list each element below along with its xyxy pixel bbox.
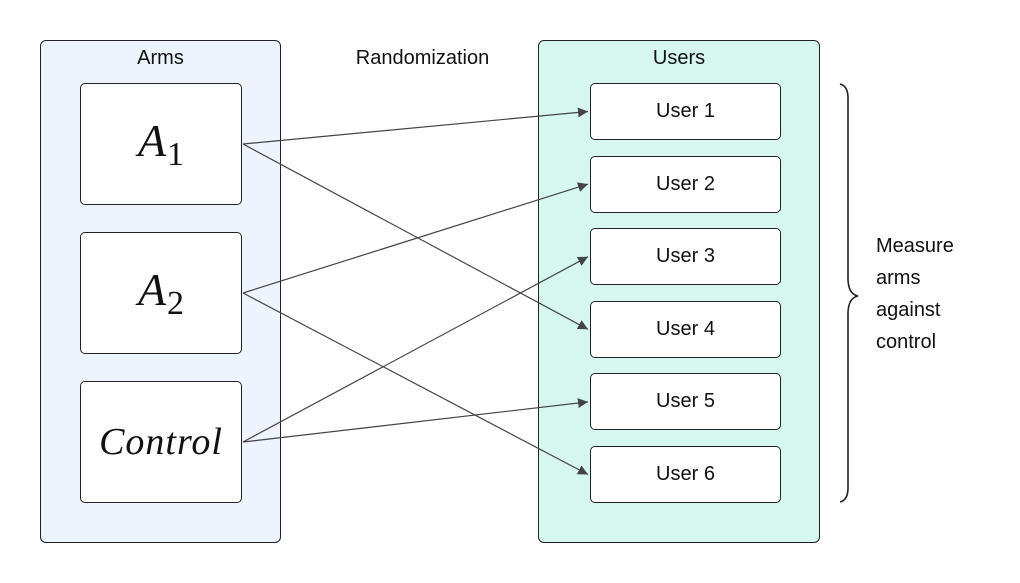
assignment-arrow: [242, 292, 589, 476]
randomization-heading: Randomization: [355, 47, 490, 69]
user-box-5: User 5: [590, 373, 781, 430]
user-label: User 4: [656, 318, 715, 340]
user-box-1: User 1: [590, 83, 781, 140]
user-label: User 6: [656, 463, 715, 485]
assignment-arrow: [242, 143, 589, 330]
user-box-2: User 2: [590, 156, 781, 213]
assignment-arrow: [242, 256, 589, 443]
arm-box-a1: A1: [80, 83, 242, 205]
brace-label-line: control: [876, 331, 937, 353]
arm-label-a2: A2: [137, 264, 185, 322]
user-label: User 5: [656, 390, 715, 412]
right-brace: [839, 83, 859, 503]
user-box-6: User 6: [590, 446, 781, 503]
brace-label-line: arms: [876, 267, 921, 289]
arms-heading: Arms: [137, 47, 184, 69]
arm-label-control: Control: [99, 421, 223, 463]
user-label: User 1: [656, 100, 715, 122]
arm-box-control: Control: [80, 381, 242, 503]
users-heading: Users: [652, 47, 706, 69]
brace-label: Measure arms against control: [876, 230, 996, 358]
user-box-4: User 4: [590, 301, 781, 358]
user-box-3: User 3: [590, 228, 781, 285]
brace-label-line: Measure: [876, 235, 954, 257]
user-label: User 3: [656, 245, 715, 267]
assignment-arrow: [242, 107, 589, 145]
arm-label-a1: A1: [137, 115, 185, 173]
assignment-arrow: [242, 182, 589, 294]
assignment-arrow: [242, 398, 589, 443]
arm-box-a2: A2: [80, 232, 242, 354]
user-label: User 2: [656, 173, 715, 195]
brace-label-line: against: [876, 299, 941, 321]
